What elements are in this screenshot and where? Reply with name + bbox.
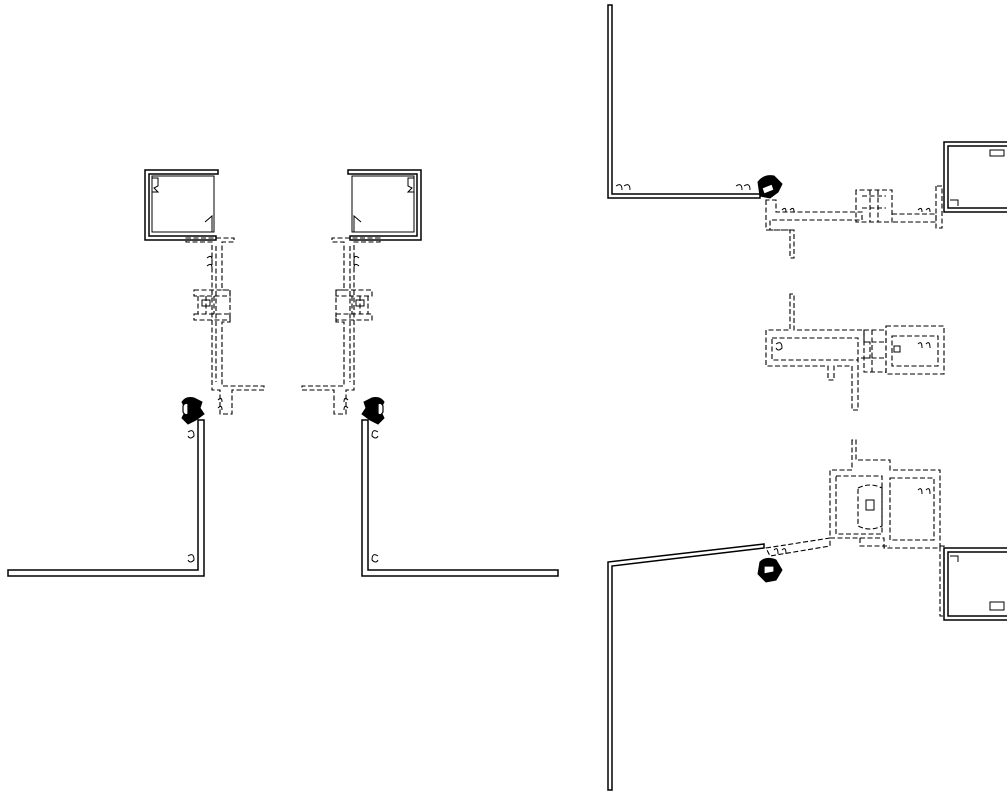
box-profile-top-right — [347, 169, 422, 241]
mullion-section-view — [765, 293, 945, 411]
angle-panel-right — [361, 419, 559, 577]
corner-right-view — [301, 169, 559, 577]
corner-left-view — [7, 169, 265, 577]
head-angle-panel — [607, 4, 761, 199]
sill-angle-panel — [607, 543, 765, 791]
sill-box-profile — [943, 547, 1007, 621]
angle-panel-left — [7, 419, 205, 577]
gasket-seal-right — [361, 397, 385, 425]
dashed-frame-right — [301, 237, 381, 415]
sill-section-view — [607, 439, 1007, 791]
gasket-seal-head — [757, 175, 783, 199]
head-section-view — [607, 4, 1007, 259]
dashed-frame-left — [185, 237, 265, 415]
gasket-seal-left — [181, 397, 205, 425]
box-profile-top-left — [144, 169, 219, 241]
head-box-profile — [943, 141, 1007, 213]
gasket-seal-sill — [757, 557, 783, 583]
head-dashed-frame — [765, 185, 943, 259]
